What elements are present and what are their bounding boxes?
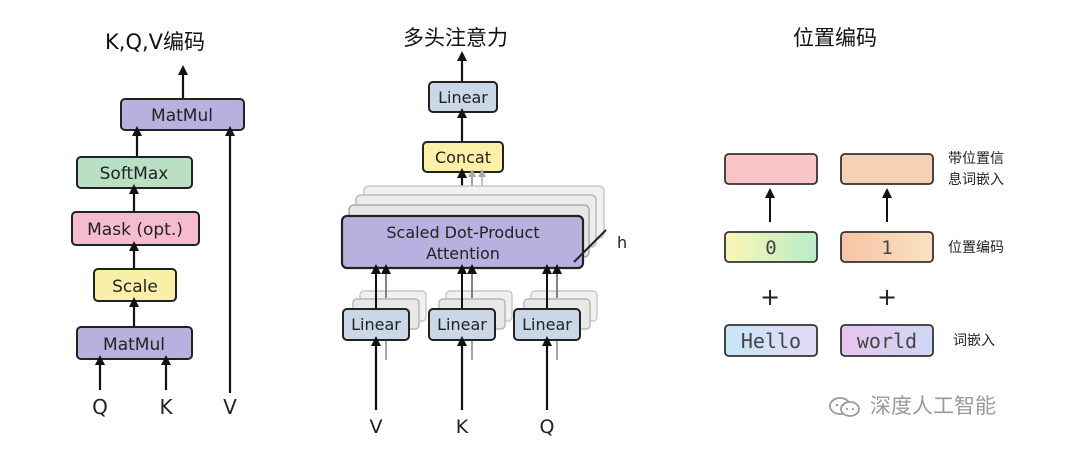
plus-sign-2: + <box>877 283 897 311</box>
watermark: 深度人工智能 <box>828 390 996 420</box>
word-embedding-label: 词嵌入 <box>953 333 995 349</box>
svg-text:Hello: Hello <box>741 329 801 353</box>
svg-text:Attention: Attention <box>426 244 500 263</box>
linear-v-stack: Linear <box>342 290 427 341</box>
svg-text:Linear: Linear <box>438 88 488 107</box>
watermark-text: 深度人工智能 <box>870 394 996 418</box>
positional-panel: 带位置信 息词嵌入 0 1 位置编码 + + Hello world 词嵌入 <box>724 151 1004 357</box>
matmul-bottom-block: MatMul <box>76 326 193 360</box>
svg-text:1: 1 <box>881 237 892 259</box>
mh-input-q-label: Q <box>540 416 555 438</box>
linear-top-block: Linear <box>428 81 498 113</box>
heads-label: h <box>617 233 627 252</box>
mask-block: Mask (opt.) <box>71 211 200 246</box>
position-encoding-1: 1 <box>840 231 934 263</box>
softmax-block: SoftMax <box>76 156 193 189</box>
multihead-panel-title: 多头注意力 <box>403 26 508 50</box>
svg-text:Concat: Concat <box>435 148 491 167</box>
linear-v-label: Linear <box>351 315 401 334</box>
concat-block: Concat <box>422 141 504 173</box>
chat-bubbles-icon <box>829 397 860 417</box>
linear-k-label: Linear <box>437 315 487 334</box>
input-v-label: V <box>223 395 237 419</box>
positioned-embedding-1 <box>724 153 818 185</box>
scaled-dot-product-attention-block: Scaled Dot-Product Attention <box>340 214 585 270</box>
attention-panel: MatMul SoftMax Mask (opt.) Scale MatMul <box>71 65 245 419</box>
linear-q-label: Linear <box>522 315 572 334</box>
position-encoding-label: 位置编码 <box>948 240 1004 256</box>
positioned-embedding-label-line2: 息词嵌入 <box>948 171 1004 188</box>
positional-panel-title: 位置编码 <box>793 26 877 50</box>
svg-text:world: world <box>857 329 917 353</box>
plus-sign-1: + <box>760 283 780 311</box>
svg-text:Mask (opt.): Mask (opt.) <box>87 220 183 240</box>
mh-input-k-label: K <box>456 416 469 438</box>
matmul-top-block: MatMul <box>120 98 245 131</box>
svg-text:0: 0 <box>765 237 776 259</box>
multihead-panel: Linear Concat Scaled Dot-Product Attenti… <box>340 51 627 438</box>
svg-text:Scale: Scale <box>112 277 158 297</box>
svg-text:MatMul: MatMul <box>103 335 165 355</box>
svg-text:Scaled Dot-Product: Scaled Dot-Product <box>386 223 539 242</box>
svg-text:MatMul: MatMul <box>151 106 213 126</box>
position-encoding-0: 0 <box>724 231 818 263</box>
svg-text:SoftMax: SoftMax <box>100 164 169 184</box>
mh-input-v-label: V <box>370 416 383 438</box>
input-q-label: Q <box>92 395 108 419</box>
positioned-embedding-2 <box>840 153 934 185</box>
input-k-label: K <box>159 395 173 419</box>
positioned-embedding-label-line1: 带位置信 <box>948 151 1004 167</box>
scale-block: Scale <box>93 268 177 302</box>
linear-k-stack: Linear <box>428 290 513 341</box>
attention-panel-title: K,Q,V编码 <box>105 30 206 54</box>
linear-q-stack: Linear <box>513 290 598 341</box>
word-embedding-hello: Hello <box>724 324 818 357</box>
word-embedding-world: world <box>840 324 934 357</box>
